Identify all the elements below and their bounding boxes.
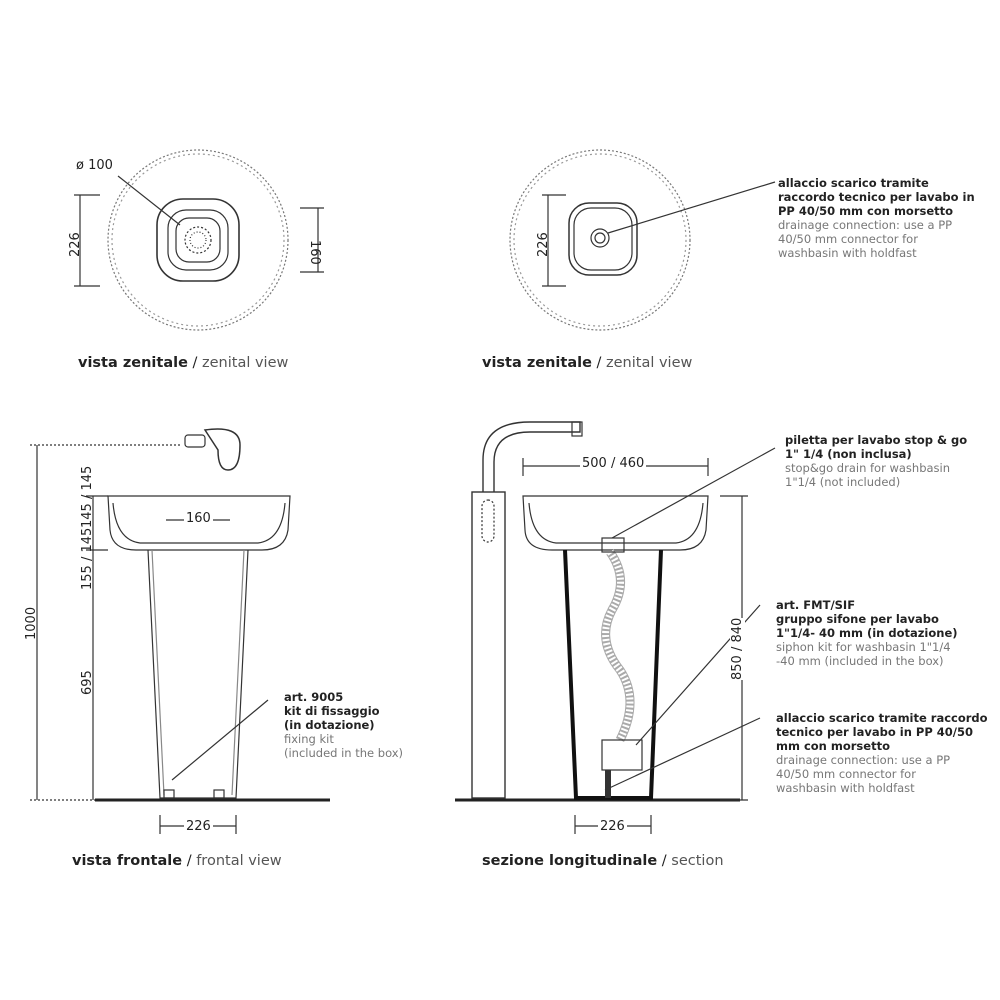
caption-frontal: vista frontale / frontal view: [72, 853, 282, 869]
dim-top: 145 / 145: [80, 465, 95, 528]
dim-width-top: 160: [184, 511, 213, 526]
dim-width-base: 226: [184, 819, 213, 834]
caption-section: sezione longitudinale / section: [482, 853, 724, 869]
dim-height-right: 226: [536, 232, 551, 257]
caption-zenital-left: vista zenitale / zenital view: [78, 355, 289, 371]
dim-mid: 155 / 145: [80, 527, 95, 590]
section-view: [455, 421, 776, 834]
dim-lower: 695: [80, 670, 95, 695]
dim-total: 1000: [24, 606, 39, 640]
zenital-view-right: [509, 149, 776, 331]
dim-diameter: ø 100: [76, 158, 113, 173]
dim-section-height: 850 / 840: [730, 617, 745, 680]
dim-section-width: 500 / 460: [580, 456, 647, 471]
frontal-view: [30, 428, 330, 834]
dim-section-base: 226: [598, 819, 627, 834]
zenital-view-left: [74, 149, 324, 331]
dim-inner: 160: [307, 240, 322, 265]
dim-height-left: 226: [68, 232, 83, 257]
caption-zenital-right: vista zenitale / zenital view: [482, 355, 693, 371]
